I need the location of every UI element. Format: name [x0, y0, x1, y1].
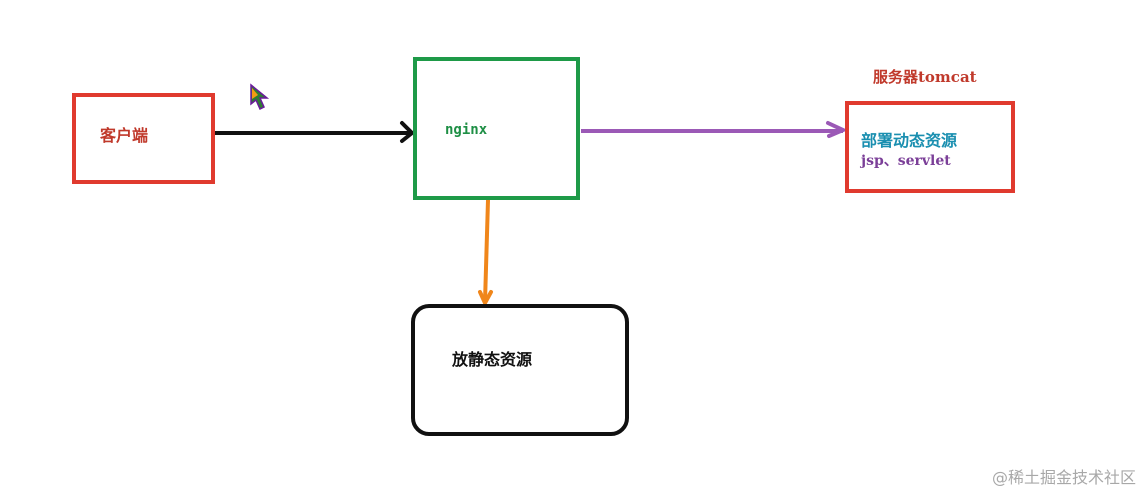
edge-nginx-tomcat [581, 121, 848, 138]
watermark-label: @稀土掘金技术社区 [991, 468, 1136, 487]
tomcat-node [845, 101, 1015, 193]
tomcat-jsp-servlet-label: jsp、servlet [861, 153, 951, 169]
static-resources-label: 放静态资源 [452, 350, 533, 369]
client-label: 客户端 [100, 126, 149, 145]
tomcat-title: 服务器tomcat [873, 68, 977, 86]
nginx-node [413, 57, 580, 200]
edge-client-nginx [215, 121, 415, 143]
tomcat-dynamic-label: 部署动态资源 [861, 131, 958, 150]
static-resources-node [411, 304, 629, 436]
client-node [72, 93, 215, 184]
nginx-label: nginx [445, 122, 488, 138]
edge-nginx-static [478, 199, 493, 308]
